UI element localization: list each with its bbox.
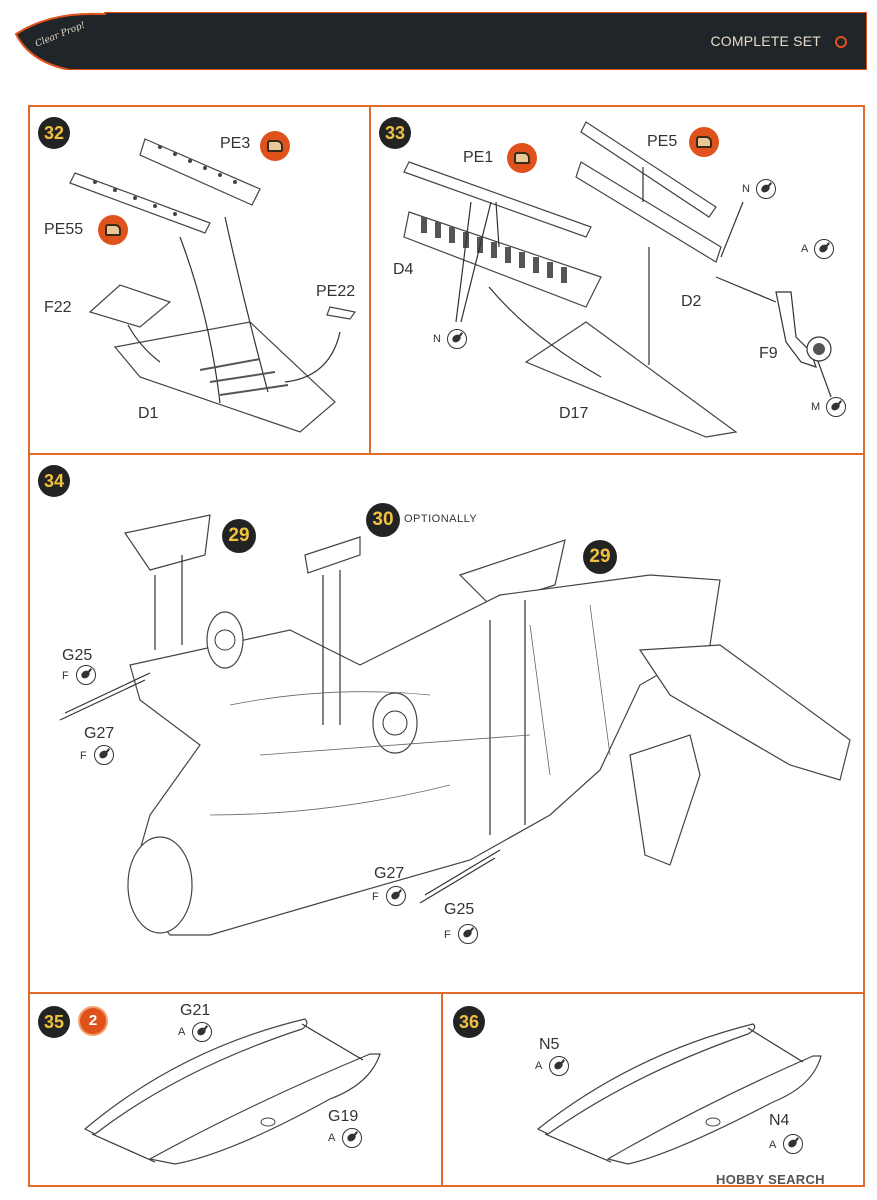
glue-icon (76, 665, 96, 685)
watermark: HOBBY SEARCH (716, 1172, 825, 1187)
header-background (14, 12, 867, 70)
part-label: G27 (374, 865, 405, 882)
glue-label: A (535, 1060, 543, 1072)
glue-icon (826, 397, 846, 417)
reference-step-number: 30 (366, 503, 400, 537)
glue-icon (814, 239, 834, 259)
part-label: D4 (393, 261, 414, 278)
part-label: G27 (84, 725, 115, 742)
reference-step-number: 29 (583, 540, 617, 574)
part-label: N4 (769, 1112, 790, 1129)
glue-icon (386, 886, 406, 906)
glue-icon (783, 1134, 803, 1154)
step-number: 35 (38, 1006, 70, 1038)
step-number: 34 (38, 465, 70, 497)
quantity-badge: 2 (78, 1006, 108, 1036)
part-label: PE1 (463, 149, 494, 166)
step-number: 32 (38, 117, 70, 149)
part-label: PE22 (316, 283, 356, 300)
photo-etch-icon (507, 143, 537, 173)
part-label: F22 (44, 299, 72, 316)
glue-icon (756, 179, 776, 199)
glue-label: A (801, 243, 809, 255)
glue-label: F (444, 929, 451, 941)
optional-label: OPTIONALLY (404, 513, 478, 525)
step-35-panel: 35 2 G21 A G19 A (28, 992, 443, 1187)
part-label: PE3 (220, 135, 251, 152)
part-label: PE5 (647, 133, 678, 150)
glue-label: A (328, 1132, 336, 1144)
glue-label: F (62, 670, 69, 682)
glue-label: F (372, 891, 379, 903)
glue-label: F (80, 750, 87, 762)
part-label: D17 (559, 405, 589, 422)
glue-icon (192, 1022, 212, 1042)
part-label: G21 (180, 1002, 211, 1019)
header-banner: Clear Prop! COMPLETE SET (10, 12, 867, 70)
photo-etch-icon (260, 131, 290, 161)
part-label: PE55 (44, 221, 84, 238)
step-36-drawing (536, 1023, 822, 1165)
glue-icon (447, 329, 467, 349)
step-number: 36 (453, 1006, 485, 1038)
photo-etch-icon (98, 215, 128, 245)
glue-label: A (178, 1026, 186, 1038)
glue-icon (549, 1056, 569, 1076)
step-34-panel: 34 29 30 OPTIONALLY (28, 453, 865, 994)
step-36-panel: 36 N5 A N4 A (441, 992, 865, 1187)
glue-icon (342, 1128, 362, 1148)
glue-icon (458, 924, 478, 944)
glue-label: N (433, 333, 441, 345)
step-35-drawing (83, 1018, 381, 1165)
photo-etch-icon (689, 127, 719, 157)
reference-step-number: 29 (222, 519, 256, 553)
part-label: F9 (759, 345, 778, 362)
step-32-panel: 32 PE3 PE55 F22 PE22 D1 (28, 105, 371, 455)
glue-label: N (742, 183, 750, 195)
step-34-drawing (59, 514, 851, 936)
header-title: COMPLETE SET (710, 33, 821, 49)
header-dot-icon (835, 36, 847, 48)
glue-icon (94, 745, 114, 765)
glue-label: M (811, 401, 821, 413)
step-33-panel: 33 PE1 PE5 N D4 D2 (369, 105, 865, 455)
step-32-drawing (69, 138, 357, 433)
part-label: D2 (681, 293, 702, 310)
part-label: G25 (444, 901, 475, 918)
part-label: D1 (138, 405, 159, 422)
glue-label: A (769, 1139, 777, 1151)
part-label: G19 (328, 1108, 359, 1125)
part-label: N5 (539, 1036, 560, 1053)
part-label: G25 (62, 647, 93, 664)
step-33-drawing (403, 121, 832, 438)
step-number: 33 (379, 117, 411, 149)
